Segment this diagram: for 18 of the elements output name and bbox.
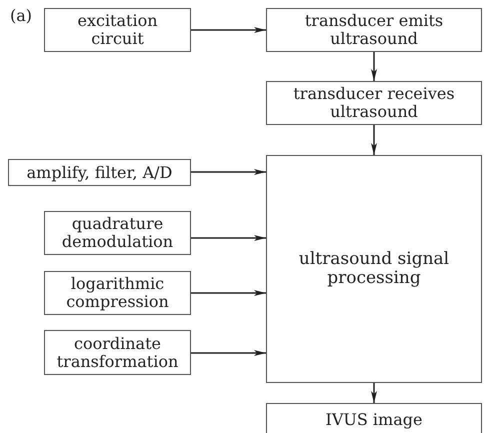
process-box: excitation circuit [44, 8, 191, 52]
arrow [371, 383, 377, 403]
arrow [191, 350, 266, 356]
arrow [191, 169, 266, 175]
arrow [191, 27, 266, 33]
process-box: transducer emits ultrasound [266, 8, 482, 52]
arrow [191, 290, 266, 296]
process-box: amplify, filter, A/D [8, 159, 191, 186]
arrow [191, 235, 266, 241]
arrow [371, 52, 377, 81]
process-box: quadrature demodulation [44, 211, 191, 255]
process-box: coordinate transformation [44, 330, 191, 375]
process-box: ultrasound signal processing [266, 155, 482, 383]
process-box: IVUS image [266, 403, 482, 433]
process-box: logarithmic compression [44, 271, 191, 315]
panel-label: (a) [10, 6, 32, 25]
process-box: transducer receives ultrasound [266, 81, 482, 125]
arrow [371, 125, 377, 155]
